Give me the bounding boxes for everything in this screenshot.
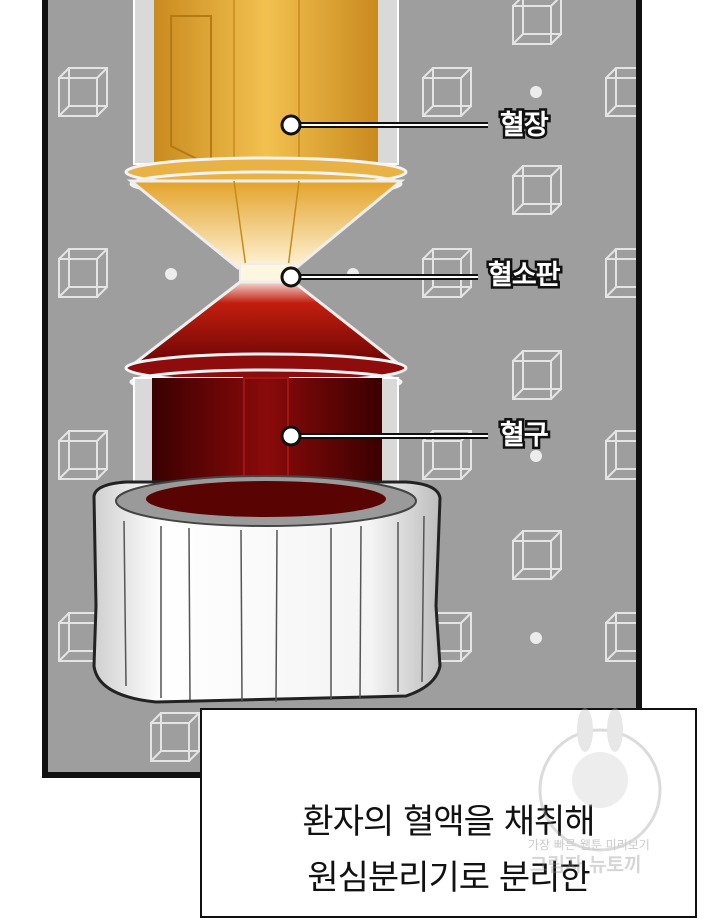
watermark: 가장 빠른 웹툰 미리보기 그림자 뉴토끼 [528,700,700,890]
platelet-label: 혈소판 [486,258,563,294]
caption-line-1: 환자의 혈액을 채취해 [302,802,595,842]
illustration-panel [42,0,642,778]
caption-line-2: 원심분리기로 분리한 [307,858,590,898]
watermark-line-2: 그림자 뉴토끼 [530,854,642,876]
centrifuge-tube-illustration [58,0,636,762]
watermark-line-1: 가장 빠른 웹툰 미리보기 [528,838,650,852]
plasma-label: 혈장 [498,108,552,144]
mascot-icon [538,708,662,852]
blood-cell-label: 혈구 [498,418,552,454]
